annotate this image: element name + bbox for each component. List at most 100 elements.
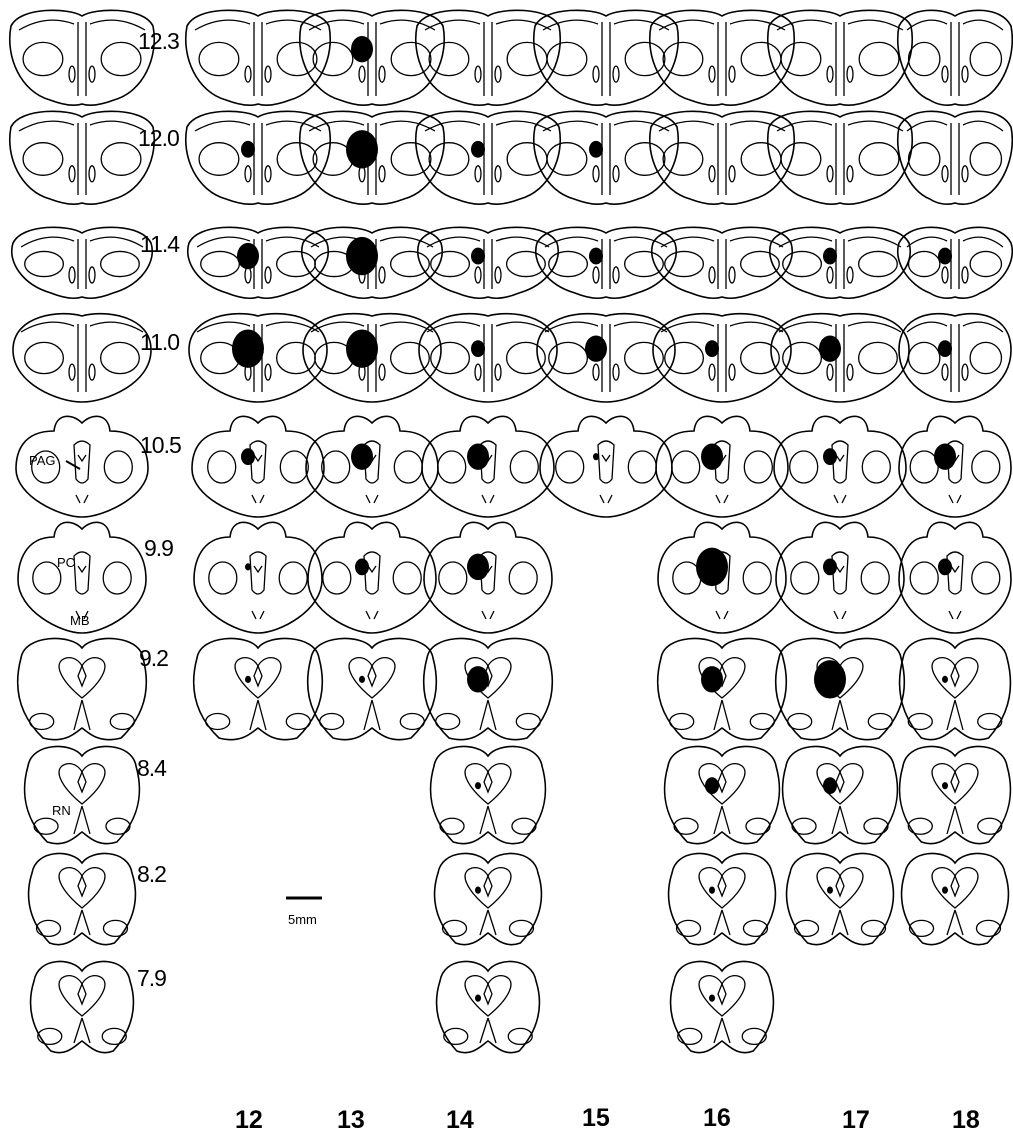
brain-section: [767, 9, 913, 106]
lesion-mark: [237, 242, 259, 270]
brain-section: [11, 226, 153, 299]
level-label-7-9: 7.9: [137, 965, 166, 991]
lesion-mark: [471, 247, 485, 265]
lesion-mark: [241, 448, 255, 466]
brain-section: [533, 110, 679, 205]
brain-section: [185, 9, 331, 106]
lesion-mark: [245, 675, 251, 683]
brain-section: [655, 415, 789, 518]
brain-section: [301, 226, 443, 299]
brain-section: [897, 9, 1013, 106]
brain-section: [656, 637, 788, 741]
level-label-11-0: 11.0: [140, 329, 179, 355]
brain-section: [435, 960, 541, 1054]
brain-section: [649, 110, 795, 205]
brain-section: [421, 415, 555, 518]
lesion-mark: [232, 329, 264, 368]
brain-section: [188, 312, 328, 403]
brain-section: [193, 521, 323, 634]
brain-section: [192, 637, 324, 741]
brain-section: [423, 521, 553, 634]
lesion-mark: [938, 247, 952, 265]
brain-section: [770, 312, 910, 403]
lesion-mark: [819, 335, 841, 362]
lesion-mark: [467, 443, 489, 470]
brain-section: [651, 226, 793, 299]
lesion-mark: [589, 140, 603, 158]
lesion-mark: [938, 558, 952, 576]
brain-section: [900, 852, 1010, 946]
level-label-8-4: 8.4: [137, 755, 167, 781]
lesion-mark: [942, 675, 948, 683]
lesion-mark: [823, 247, 837, 265]
brain-section: [415, 110, 561, 205]
brain-section: [898, 637, 1012, 741]
brain-section: [417, 226, 559, 299]
lesion-mark: [467, 553, 489, 581]
lesion-mark: [245, 563, 251, 571]
column-label-15: 15: [582, 1104, 610, 1132]
brain-section: [415, 9, 561, 106]
section-grid: [9, 9, 1013, 1054]
lesion-mark: [696, 547, 728, 587]
lesion-mark: [827, 886, 833, 894]
brain-section: [533, 9, 679, 106]
brain-section: [539, 415, 673, 518]
brain-section: [898, 312, 1012, 403]
lesion-mark: [709, 994, 715, 1002]
lesion-mark: [942, 782, 948, 790]
brain-section: [16, 637, 148, 741]
anatomy-label-mb: MB: [70, 613, 90, 628]
brain-section: [535, 226, 677, 299]
brain-section: [775, 521, 905, 634]
lesion-mark: [351, 443, 373, 470]
lesion-mark: [823, 448, 837, 466]
lesion-mark: [942, 886, 948, 894]
brain-section: [23, 745, 141, 845]
brain-section: [185, 110, 331, 205]
brain-section: [12, 312, 152, 403]
lesion-mark: [589, 247, 603, 265]
brain-section: [773, 415, 907, 518]
lesion-mark: [475, 886, 481, 894]
brain-section: [669, 960, 775, 1054]
brain-section: [307, 521, 437, 634]
brain-section: [9, 9, 155, 106]
level-label-12-3: 12.3: [138, 28, 179, 54]
anatomy-label-pag: PAG: [29, 453, 56, 468]
brain-section: [897, 110, 1013, 205]
lesion-mark: [351, 35, 373, 63]
column-label-13: 13: [337, 1106, 365, 1134]
column-label-14: 14: [446, 1106, 474, 1134]
brain-section: [299, 110, 445, 205]
lesion-mark: [814, 660, 846, 699]
lesion-mark: [934, 443, 956, 470]
brain-section: [896, 226, 1013, 299]
brain-section: [663, 745, 781, 845]
brain-section: [898, 415, 1012, 518]
lesion-mark: [467, 666, 489, 693]
lesion-mark: [346, 130, 378, 169]
brain-section: [299, 9, 445, 106]
brain-section: [27, 852, 137, 946]
column-label-16: 16: [703, 1104, 731, 1132]
lesion-mark: [585, 335, 607, 362]
column-label-12: 12: [235, 1106, 263, 1134]
anatomy-label-pc: PC: [57, 555, 75, 570]
lesion-mark: [475, 994, 481, 1002]
brain-section: [781, 745, 899, 845]
brain-section: [429, 745, 547, 845]
brain-section: [652, 312, 792, 403]
lesion-mark: [709, 886, 715, 894]
brain-section: [657, 521, 787, 634]
lesion-mark: [471, 140, 485, 158]
pag-pointer: [65, 460, 81, 470]
level-label-8-2: 8.2: [137, 861, 166, 887]
lesion-mark: [823, 777, 837, 795]
brain-section: [785, 852, 895, 946]
brain-section: [667, 852, 777, 946]
column-label-17: 17: [842, 1106, 870, 1134]
lesion-mark: [241, 140, 255, 158]
brain-section: [433, 852, 543, 946]
